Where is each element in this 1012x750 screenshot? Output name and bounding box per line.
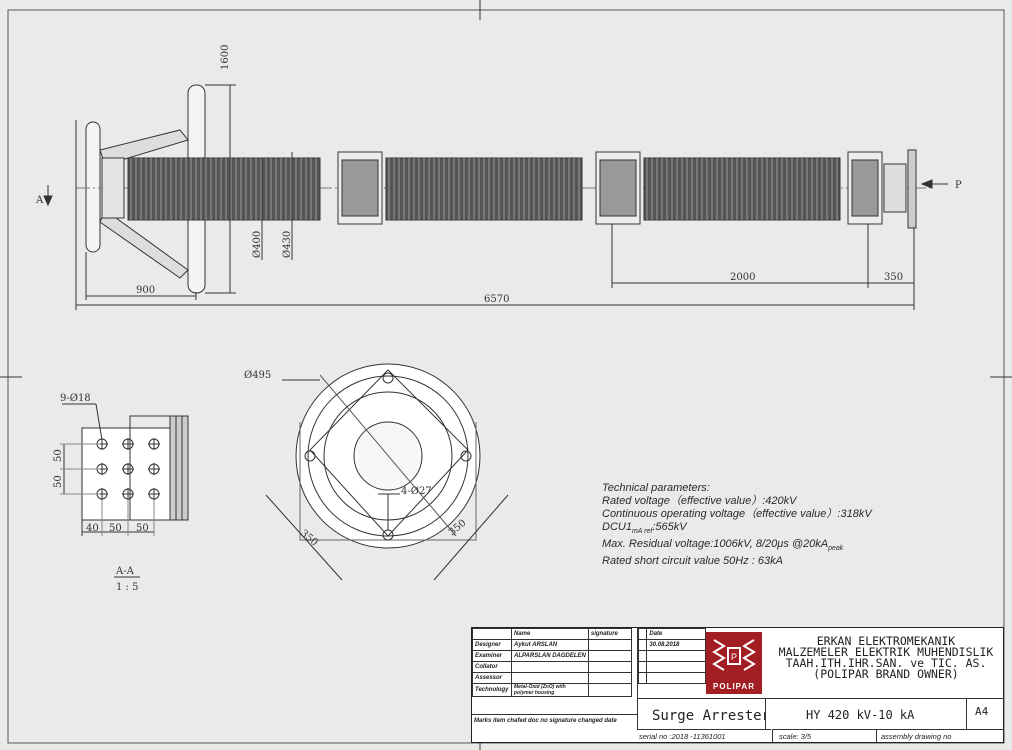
- name-examiner: ALPARSLAN DAGDELEN: [511, 650, 589, 662]
- logo-text: POLIPAR: [713, 682, 755, 691]
- dim-50-a: 50: [53, 449, 64, 462]
- product-name: Surge Arrester: [652, 708, 766, 724]
- scale-label: scale: 3/5: [772, 729, 876, 742]
- dim-d495: Ø495: [244, 370, 271, 381]
- svg-text:P: P: [731, 652, 737, 662]
- dim-2000: 2000: [730, 272, 755, 283]
- dim-40: 40: [86, 523, 99, 534]
- dim-total: 6570: [484, 294, 509, 305]
- assembly-drawing-no: assembly drawing no: [876, 729, 1004, 742]
- section-a-a-view: [60, 403, 189, 578]
- polipar-logo: P POLIPAR: [706, 632, 762, 694]
- technical-parameters: Technical parameters: Rated voltage（effe…: [602, 482, 872, 568]
- name-designer: Aykut ARSLAN: [511, 639, 589, 651]
- shed-section-1: [127, 157, 321, 221]
- dim-900: 900: [136, 285, 155, 296]
- model-name: HY 420 kV-10 kA: [806, 708, 915, 722]
- arrow-p-label: P: [955, 180, 962, 191]
- dim-d430: Ø430: [282, 231, 293, 258]
- technology-value: Metal-Oxid (ZnO) with polymer housing: [511, 683, 589, 697]
- date-designer: 30.08.2018: [646, 639, 706, 651]
- dim-1600: 1600: [220, 45, 231, 70]
- dim-50-c: 50: [109, 523, 122, 534]
- company-name: ERKAN ELEKTROMEKANIK MALZEMELER ELEKTRIK…: [778, 636, 994, 681]
- marks-row: Marks item chafed doc no signature chang…: [472, 714, 637, 728]
- dim-50-d: 50: [136, 523, 149, 534]
- header-date: Date: [646, 628, 706, 640]
- tech-rated-voltage: Rated voltage（effective value）:420kV: [602, 495, 797, 507]
- holes-9-label: 9-Ø18: [60, 393, 91, 404]
- section-scale: 1 : 5: [116, 582, 138, 593]
- sheet-size: A4: [975, 705, 989, 718]
- tech-heading: Technical parameters:: [602, 482, 710, 494]
- tech-residual-voltage: Max. Residual voltage:1006kV, 8/20μs @20…: [602, 538, 844, 553]
- role-designer: Designer: [472, 639, 512, 651]
- front-view: [43, 84, 948, 310]
- dim-350-left: 350: [298, 528, 320, 549]
- dim-d400: Ø400: [252, 231, 263, 258]
- top-view: [265, 363, 509, 581]
- logo-mark: P: [712, 639, 756, 671]
- serial-number: serial no :2018 -11361001: [637, 729, 771, 742]
- dim-50-b: 50: [53, 475, 64, 488]
- holes-4-label: 4-Ø27: [401, 486, 432, 497]
- role-collator: Collator: [472, 661, 512, 673]
- tech-short-circuit: Rated short circuit value 50Hz : 63kA: [602, 555, 783, 568]
- role-technology: Technology: [472, 683, 512, 697]
- section-a-label: A: [35, 195, 44, 206]
- role-assessor: Assessor: [472, 672, 512, 684]
- role-examiner: Examiner: [472, 650, 512, 662]
- section-label: A-A: [115, 566, 135, 577]
- header-name: Name: [511, 628, 589, 640]
- dim-350: 350: [884, 272, 903, 283]
- tech-continuous-voltage: Continuous operating voltage（effective v…: [602, 508, 872, 520]
- header-signature: signature: [587, 628, 632, 640]
- tech-dcu: DCU1mA ref:565kV: [602, 521, 687, 536]
